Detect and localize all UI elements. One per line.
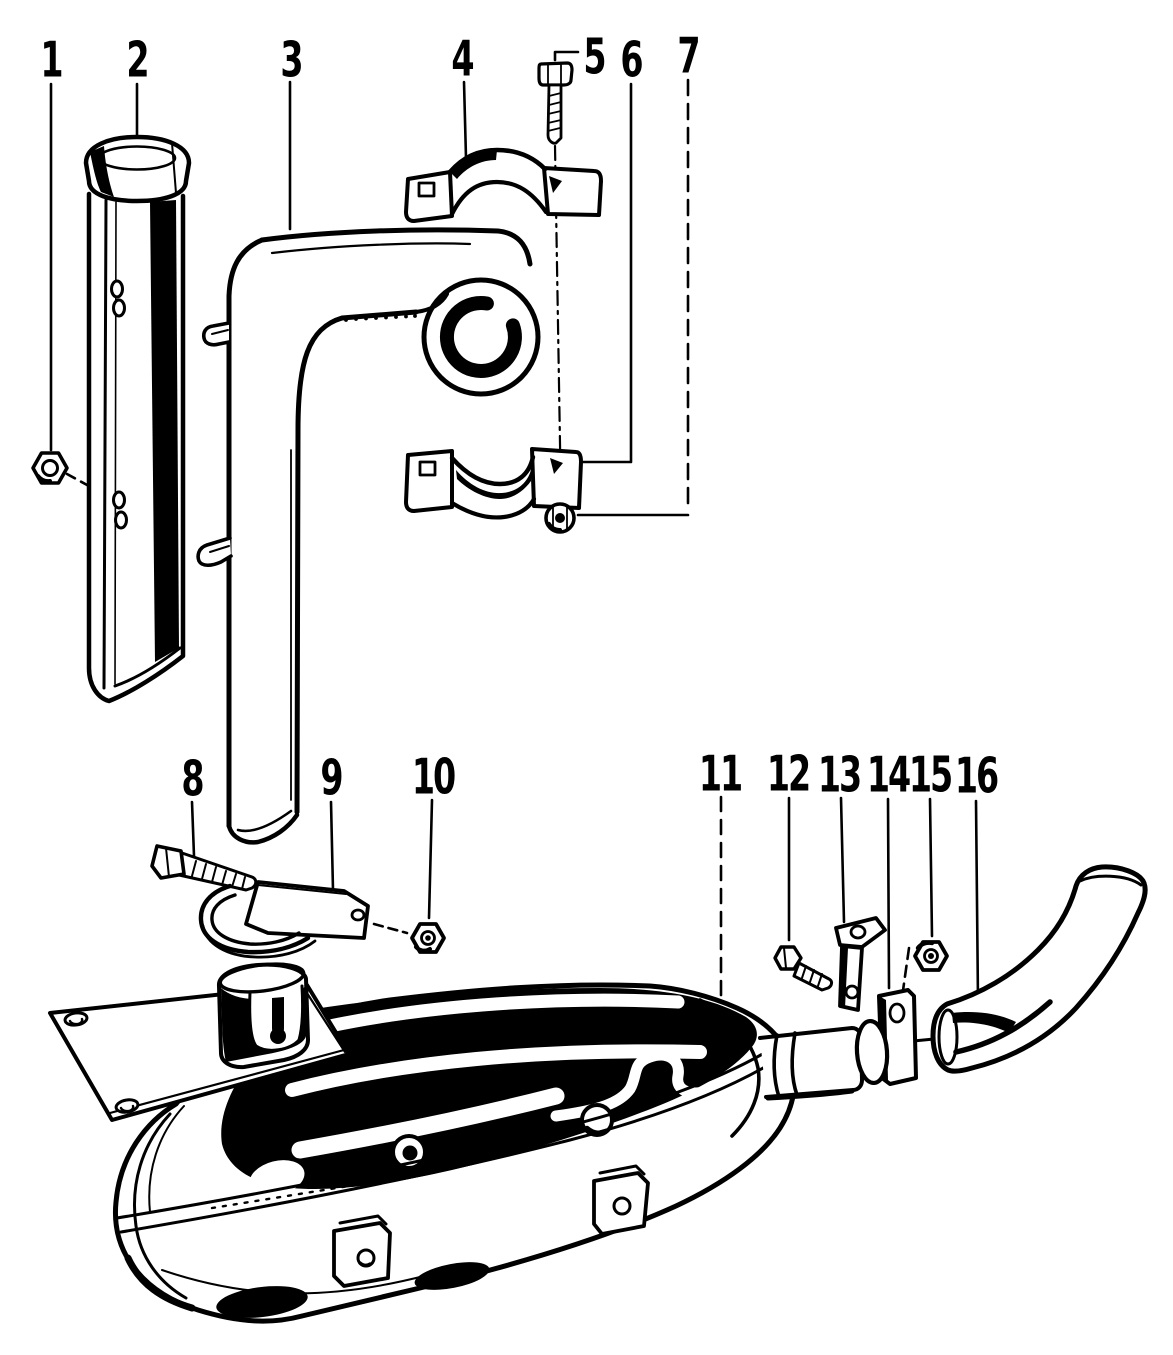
callout-2-heat-shield-tube: 2 [126,31,149,89]
callout-16-tailpipe: 16 [954,747,999,805]
callout-3-exhaust-elbow-pipe: 3 [280,31,303,89]
part-4-clamp-upper-half [404,147,603,223]
callout-14-tailpipe-clamp: 14 [866,746,911,804]
leader-10 [427,798,434,920]
part-7-clamp-nut [544,502,576,534]
leader-lines [49,50,980,1051]
callout-10-flange-nut: 10 [411,748,456,806]
leader-6 [579,82,633,464]
part-9-stirrup-clamp [198,880,370,959]
callout-15-bracket-nut: 15 [908,746,953,804]
leader-5 [553,50,580,62]
callout-12-bracket-bolt: 12 [766,745,811,803]
part-15-bracket-nut [913,940,949,972]
part-3-exhaust-pipe [196,227,541,845]
part-10-flange-nut [410,922,446,954]
leader-4 [462,80,468,160]
part-6-clamp-lower-half [404,447,583,520]
part-1-hex-nut [31,451,69,485]
part-16-tailpipe [930,864,1148,1074]
leader-13 [839,796,846,924]
pipe-dots [344,314,417,322]
callout-1-hex-nut: 1 [40,31,63,89]
callout-11-muffler: 11 [698,745,743,803]
callout-13-support-bracket: 13 [817,746,862,804]
part-13-support-bracket [834,916,887,1012]
muffler-highlights [285,993,718,1159]
inlet-stub [217,962,310,1070]
leader-16 [974,799,980,1004]
callout-7-clamp-nut: 7 [677,27,700,85]
callout-8-flange-bolt: 8 [181,750,204,808]
dash-9-10 [372,922,409,935]
callout-5-clamp-bolt: 5 [583,28,606,86]
leader-14 [886,797,891,990]
callout-9-stirrup-clamp: 9 [320,749,343,807]
leader-9 [329,800,335,892]
callout-4-clamp-upper-half: 4 [451,30,474,88]
part-12-bracket-bolt [773,945,833,992]
part-2-heat-shield-tube [83,134,192,704]
callout-6-clamp-lower-half: 6 [620,31,643,89]
part-14-tailpipe-clamp [854,988,918,1086]
muffler-tab-right [592,1164,650,1236]
leader-15 [928,797,934,938]
leader-8 [190,800,196,858]
part-5-clamp-bolt [537,61,574,145]
part-8-flange-bolt [150,844,258,892]
muffler-outlet-stub [758,1026,864,1101]
muffler-tab-left [332,1214,392,1288]
